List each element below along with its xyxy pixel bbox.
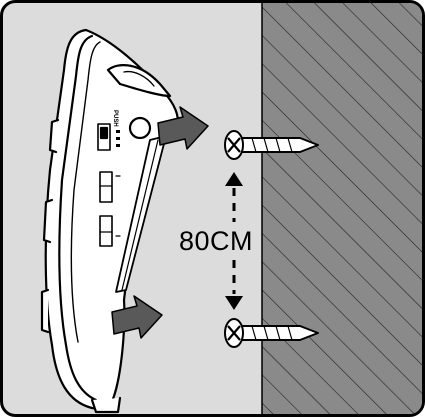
wall-clock-device-icon — [40, 28, 180, 414]
wall-screw-icon — [224, 130, 319, 160]
switch-marks — [116, 130, 120, 147]
arrow-down-icon — [225, 296, 243, 310]
arrow-up-icon — [225, 172, 243, 186]
wall — [261, 3, 422, 414]
distance-label: 80CM — [178, 226, 254, 256]
hang-direction-arrow-icon — [111, 295, 163, 339]
hang-direction-arrow-icon — [157, 106, 209, 150]
switch-label: PUSH — [112, 110, 118, 127]
wall-screw-icon — [224, 318, 319, 348]
dimension-line — [225, 172, 243, 310]
